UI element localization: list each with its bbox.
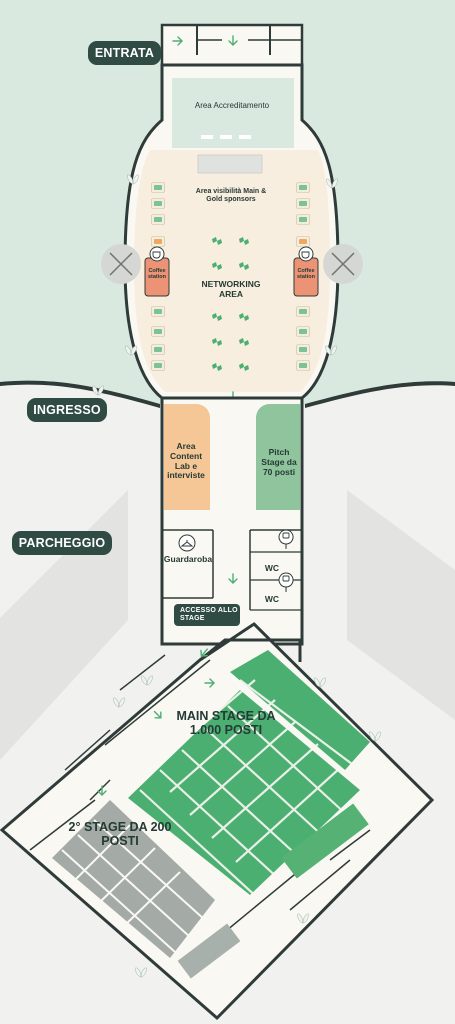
- sponsor-area-label: Area visibilità Main & Gold sponsors: [195, 188, 267, 204]
- sponsor-screen: [197, 154, 263, 174]
- coffee-cup-icon: [149, 246, 165, 262]
- main-stage-label: MAIN STAGE DA 1.000 POSTI: [176, 709, 276, 738]
- pitch-stage-area: [256, 404, 300, 510]
- guardaroba-label: Guardaroba: [163, 554, 213, 564]
- content-lab-label: Area Content Lab e interviste: [167, 441, 205, 481]
- networking-area: [134, 150, 330, 392]
- hanger-icon: [178, 534, 196, 552]
- coffee-cup-icon: [298, 246, 314, 262]
- parking-zone-right: [347, 490, 455, 720]
- column-x-icon: [101, 244, 141, 284]
- accreditation-area: [172, 78, 294, 148]
- entrance-label: ENTRATA: [88, 41, 161, 65]
- coffee-station-left-label: Coffee station: [147, 268, 167, 281]
- pitch-stage-label: Pitch Stage da 70 posti: [261, 447, 297, 477]
- plant-icon: [113, 697, 125, 708]
- coffee-station-right-label: Coffee station: [296, 268, 316, 281]
- parking-zone-left: [0, 490, 128, 760]
- accreditation-label: Area Accreditamento: [194, 101, 270, 110]
- parking-label: PARCHEGGIO: [12, 531, 112, 555]
- main-stage-platform: [281, 803, 369, 879]
- second-stage-label: 2° STAGE DA 200 POSTI: [68, 820, 172, 849]
- plant-icon: [141, 675, 153, 686]
- plant-icon: [135, 967, 147, 978]
- content-lab-area: [164, 404, 210, 510]
- stage-access-label: ACCESSO ALLO STAGE: [174, 604, 240, 626]
- column-x-icon: [323, 244, 363, 284]
- wc-label-1: WC: [264, 563, 280, 573]
- toilet-icon: [278, 572, 294, 593]
- networking-label: NETWORKING AREA: [201, 279, 261, 299]
- entrance-hall: [160, 23, 304, 67]
- toilet-icon: [278, 529, 294, 550]
- second-stage-platform: [177, 923, 241, 979]
- second-stage-seating: [52, 800, 215, 958]
- wc-label-2: WC: [264, 594, 280, 604]
- ingresso-label: INGRESSO: [27, 398, 107, 422]
